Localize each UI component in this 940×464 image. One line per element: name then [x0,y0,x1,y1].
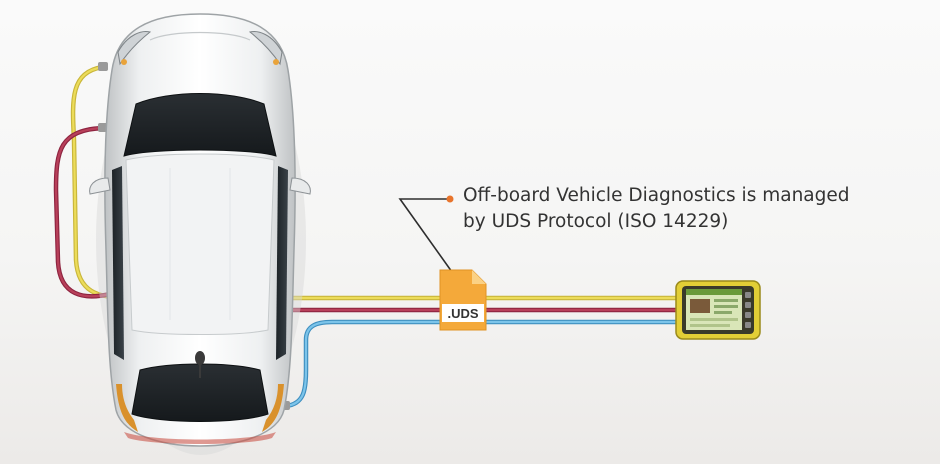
diagnostics-callout-text: Off-board Vehicle Diagnostics is managed… [463,183,903,235]
callout-line-1: Off-board Vehicle Diagnostics is managed [463,185,850,206]
callout-pointer [398,195,454,273]
document-file-icon: .UDS [439,269,487,331]
diagnostic-tablet-icon [675,280,761,340]
blue-cable [283,319,679,409]
file-extension-label: .UDS [447,306,478,321]
callout-dot [446,195,454,203]
car-top-view-icon [89,13,311,455]
callout-line-2: by UDS Protocol (ISO 14229) [463,211,729,232]
